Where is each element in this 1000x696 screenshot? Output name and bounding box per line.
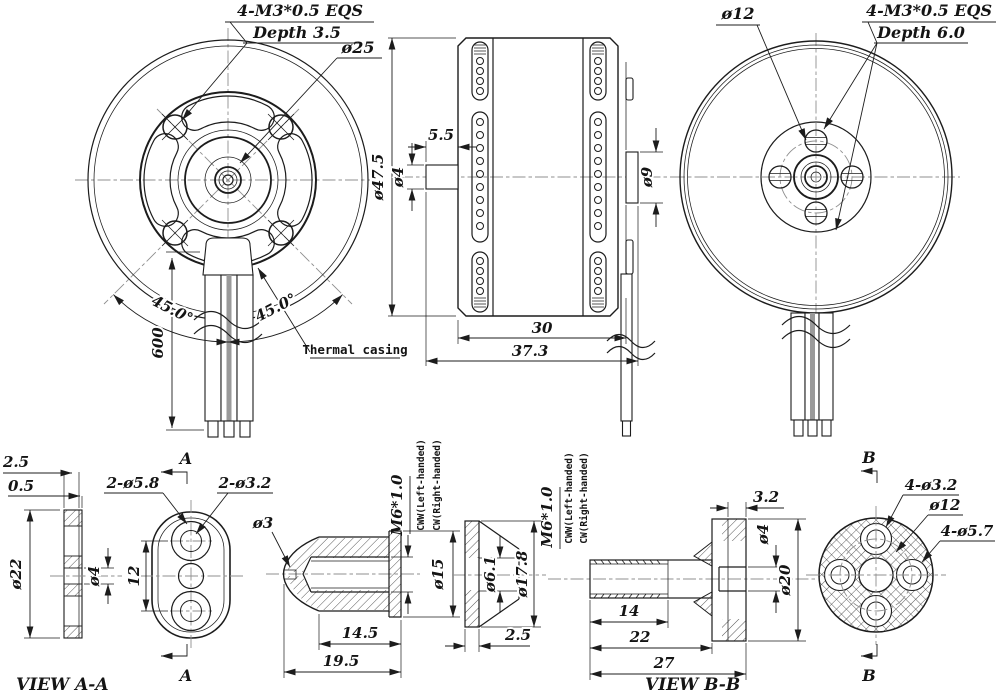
front-bolt-circle-dim: ø25 bbox=[341, 38, 375, 57]
wire-shade bbox=[226, 275, 232, 421]
shaft-shoulder-length-dim: 22 bbox=[629, 628, 651, 646]
front-dimensions bbox=[113, 21, 400, 431]
side-shaft-length-dim: 5.5 bbox=[428, 126, 454, 144]
shaft-ccw-note: CWW(Left-handed) bbox=[564, 452, 575, 544]
aa-through-hole-note: 2-ø3.2 bbox=[218, 474, 272, 492]
rear-depth-note: Depth 6.0 bbox=[876, 23, 965, 42]
spinner-cw-note: CW(Right-handed) bbox=[432, 439, 443, 531]
side-shaft bbox=[425, 164, 459, 190]
shaft-dimensions bbox=[559, 487, 806, 680]
aa-step-dim: 0.5 bbox=[8, 477, 34, 495]
spinner-dimensions bbox=[271, 476, 460, 678]
washer-thickness-dim: 2.5 bbox=[504, 626, 531, 644]
front-angle-right-dim: 45.0° bbox=[252, 290, 299, 326]
rear-view: ø12 4-M3*0.5 EQS Depth 6.0 bbox=[672, 1, 996, 437]
bb-leaders bbox=[861, 467, 995, 660]
side-body-length-dim: 30 bbox=[532, 319, 553, 337]
side-total-length-dim: 37.3 bbox=[512, 342, 549, 360]
rear-thread-note: 4-M3*0.5 EQS bbox=[866, 1, 992, 20]
bb-section-marker-top: B bbox=[861, 448, 876, 467]
prop-shaft: M6*1.0 CWW(Left-handed) CW(Right-handed)… bbox=[538, 452, 818, 695]
aa-hole-diameter-dim: ø4 bbox=[85, 566, 103, 587]
view-bb-title: VIEW B-B bbox=[645, 675, 740, 695]
rear-wires bbox=[781, 312, 851, 437]
front-diagonal-2 bbox=[103, 108, 300, 305]
side-shaft-diameter-dim: ø4 bbox=[389, 167, 407, 188]
side-vent-columns bbox=[471, 41, 607, 313]
aa-section bbox=[50, 509, 122, 639]
aa-counterbore-note: 2-ø5.8 bbox=[106, 474, 160, 492]
bb-large-holes-dim: 4-ø5.7 bbox=[941, 522, 994, 540]
shaft-thread-dim: M6*1.0 bbox=[538, 486, 556, 549]
spinner-thread-dim: M6*1.0 bbox=[388, 474, 406, 537]
aa-outer-diameter-dim: ø22 bbox=[7, 559, 25, 591]
side-rear-boss bbox=[625, 151, 639, 204]
thermal-casing-shape bbox=[202, 237, 254, 276]
aa-section-marker-bottom: A bbox=[178, 666, 192, 685]
shaft-total-length-dim: 27 bbox=[653, 654, 675, 672]
bb-small-holes-dim: 4-ø3.2 bbox=[905, 476, 958, 494]
rear-bolt-circle-dim: ø12 bbox=[721, 4, 755, 23]
front-wire-length-dim: 600 bbox=[149, 327, 167, 359]
shaft-flange-thickness-dim: 3.2 bbox=[753, 488, 779, 506]
side-dimensions bbox=[388, 37, 663, 366]
rear-screws bbox=[768, 129, 864, 225]
spinner-ccw-note: CWW(Left-handed) bbox=[416, 439, 427, 531]
shaft-outline bbox=[589, 518, 747, 642]
aa-dimensions bbox=[3, 468, 273, 660]
shaft-flange-diameter-dim: ø20 bbox=[776, 564, 794, 596]
spinner-total-length-dim: 19.5 bbox=[323, 652, 360, 670]
side-body bbox=[425, 37, 639, 317]
front-depth-note: Depth 3.5 bbox=[252, 23, 341, 42]
aa-thickness-dim: 2.5 bbox=[2, 453, 29, 471]
spinner-tip-hole-dim: ø3 bbox=[252, 514, 273, 532]
aa-section-marker-top: A bbox=[178, 449, 192, 468]
shaft-cw-note: CW(Right-handed) bbox=[579, 452, 590, 544]
washer-outer-diameter-dim: ø17.8 bbox=[513, 550, 531, 598]
spinner-nut: ø3 M6*1.0 CWW(Left-handed) CW(Right-hand… bbox=[252, 439, 460, 678]
thermal-casing-label: Thermal casing bbox=[302, 342, 407, 357]
front-thread-note: 4-M3*0.5 EQS bbox=[237, 1, 363, 20]
front-vent-slots bbox=[143, 95, 313, 265]
front-view: 4-M3*0.5 EQS Depth 3.5 ø25 45.0° 45.0° 6… bbox=[75, 1, 408, 438]
side-rear-wire bbox=[606, 273, 656, 437]
spinner-flange-diameter-dim: ø15 bbox=[429, 559, 447, 591]
shaft-thread-length-dim: 14 bbox=[619, 602, 640, 620]
front-wires bbox=[193, 237, 263, 438]
side-view: ø47.5 5.5 ø4 ø9 30 37.3 bbox=[367, 37, 676, 437]
aa-plate bbox=[140, 500, 244, 650]
washer-outline bbox=[464, 520, 520, 628]
shaft-bore-dim: ø4 bbox=[754, 524, 772, 545]
side-boss-diameter-dim: ø9 bbox=[638, 166, 656, 188]
spinner-body-length-dim: 14.5 bbox=[342, 624, 379, 642]
washer-dimensions bbox=[445, 520, 541, 652]
view-bb-disc: 4-ø3.2 ø12 4-ø5.7 B B bbox=[806, 448, 995, 685]
view-aa: 2.5 0.5 ø22 ø4 12 2-ø5.8 2-ø3.2 A A VIEW… bbox=[2, 449, 273, 695]
view-aa-title: VIEW A-A bbox=[16, 675, 109, 695]
side-diameter-dim: ø47.5 bbox=[369, 154, 387, 202]
cone-washer: ø6.1 ø17.8 2.5 bbox=[445, 520, 546, 652]
front-diagonal-1 bbox=[156, 108, 353, 305]
rear-leaders bbox=[716, 21, 996, 231]
aa-hole-spacing-dim: 12 bbox=[125, 566, 143, 587]
bb-section-marker-bottom: B bbox=[861, 666, 876, 685]
washer-bore-dim: ø6.1 bbox=[481, 556, 499, 593]
spinner-outline bbox=[282, 530, 402, 618]
bb-bolt-circle-dim: ø12 bbox=[929, 496, 961, 514]
wire-shade bbox=[810, 313, 815, 420]
